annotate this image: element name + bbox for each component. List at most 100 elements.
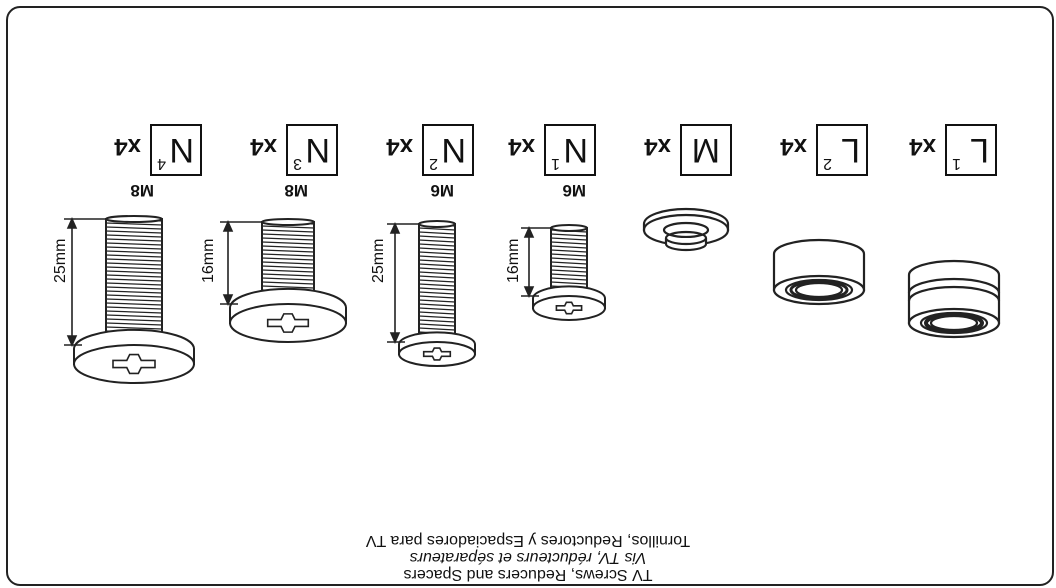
thread-line — [105, 222, 163, 226]
thread-line — [261, 229, 315, 233]
thread-line — [105, 326, 163, 330]
thread-line — [105, 234, 163, 238]
thread-line — [418, 247, 456, 251]
thread-line — [261, 257, 315, 261]
thread-line — [550, 233, 588, 237]
thread-line — [105, 298, 163, 302]
thread-line — [105, 266, 163, 270]
thread-line — [418, 303, 456, 307]
thread-line — [418, 263, 456, 267]
thread-line — [261, 261, 315, 265]
thread-line — [550, 249, 588, 253]
length-dimension — [220, 220, 262, 306]
thread-line — [105, 322, 163, 326]
thread-line — [105, 226, 163, 230]
thread-line — [105, 286, 163, 290]
phillips-cross-icon — [555, 301, 583, 315]
length-dimension — [387, 222, 419, 344]
thread-line — [105, 294, 163, 298]
thread-line — [105, 290, 163, 294]
thread-line — [418, 287, 456, 291]
thread-line — [105, 270, 163, 274]
thread-line — [105, 250, 163, 254]
thread-line — [550, 261, 588, 265]
code-letter: N — [169, 131, 194, 169]
thread-line — [418, 311, 456, 315]
code-subscript: 4 — [157, 155, 166, 172]
thread-line — [105, 254, 163, 258]
thread-line — [105, 230, 163, 234]
thread-line — [418, 235, 456, 239]
thread-line — [261, 281, 315, 285]
thread-line — [550, 237, 588, 241]
thread-line — [418, 299, 456, 303]
quantity-label: x4 — [114, 133, 141, 160]
thread-line — [105, 262, 163, 266]
thread-line — [261, 253, 315, 257]
thread-line — [261, 269, 315, 273]
phillips-cross-icon — [112, 353, 156, 375]
thread-line — [418, 327, 456, 331]
thread-line — [105, 258, 163, 262]
thread-line — [105, 282, 163, 286]
thread-line — [550, 277, 588, 281]
thread-line — [261, 249, 315, 253]
thread-line — [105, 314, 163, 318]
code-box-n4: N 4 — [150, 124, 202, 176]
thread-line — [550, 241, 588, 245]
thread-line — [105, 238, 163, 242]
thread-line — [418, 239, 456, 243]
thread-line — [418, 279, 456, 283]
thread-line — [105, 310, 163, 314]
thread-line — [418, 315, 456, 319]
thread-line — [550, 273, 588, 277]
thread-line — [261, 233, 315, 237]
phillips-cross-icon — [266, 313, 310, 333]
length-dimension — [64, 217, 106, 347]
thread-line — [261, 245, 315, 249]
thread-line — [105, 302, 163, 306]
thread-line — [105, 318, 163, 322]
thread-line — [418, 267, 456, 271]
thread-line — [550, 257, 588, 261]
thread-line — [418, 227, 456, 231]
size-label: M8 — [130, 181, 154, 200]
thread-line — [418, 259, 456, 263]
thread-line — [550, 245, 588, 249]
thread-line — [418, 255, 456, 259]
thread-line — [261, 273, 315, 277]
thread-line — [261, 277, 315, 281]
thread-line — [261, 241, 315, 245]
thread-line — [418, 307, 456, 311]
thread-line — [418, 295, 456, 299]
thread-line — [105, 274, 163, 278]
thread-line — [550, 265, 588, 269]
thread-line — [418, 283, 456, 287]
thread-line — [261, 285, 315, 289]
thread-line — [418, 243, 456, 247]
thread-line — [418, 271, 456, 275]
length-label: 25mm — [52, 238, 69, 283]
thread-line — [550, 269, 588, 273]
phillips-cross-icon — [422, 347, 452, 361]
thread-line — [105, 278, 163, 282]
thread-line — [261, 225, 315, 229]
thread-line — [418, 323, 456, 327]
thread-line — [418, 231, 456, 235]
thread-line — [105, 246, 163, 250]
thread-line — [550, 253, 588, 257]
thread-line — [261, 237, 315, 241]
thread-line — [261, 265, 315, 269]
length-dimension — [521, 226, 551, 298]
thread-line — [418, 251, 456, 255]
thread-line — [105, 242, 163, 246]
thread-line — [418, 319, 456, 323]
